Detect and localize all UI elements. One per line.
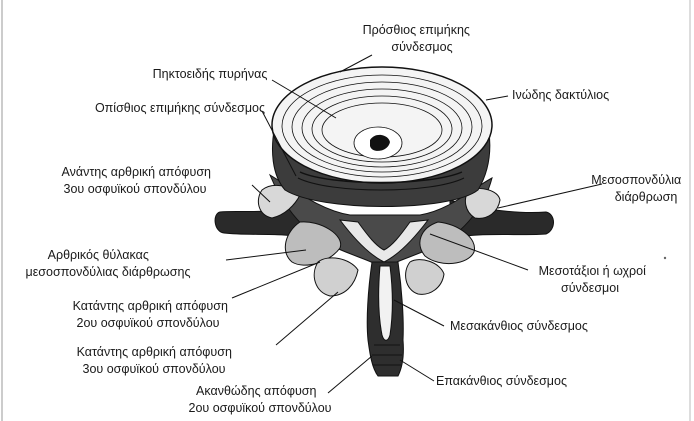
annulus-fibrosus xyxy=(272,67,492,183)
label-interspinous-ligament: Μεσακάνθιος σύνδεσμος xyxy=(450,319,588,333)
label-supraspinous-ligament: Επακάνθιος σύνδεσμος xyxy=(436,374,567,388)
label-nucleus-pulposus: Πηκτοειδής πυρήνας xyxy=(153,67,268,81)
label-annulus-fibrosus: Ινώδης δακτύλιος xyxy=(512,88,609,102)
interspinous-ligament xyxy=(379,266,393,340)
label-posterior-longitudinal-ligament: Οπίσθιος επιμήκης σύνδεσμος xyxy=(95,101,265,115)
